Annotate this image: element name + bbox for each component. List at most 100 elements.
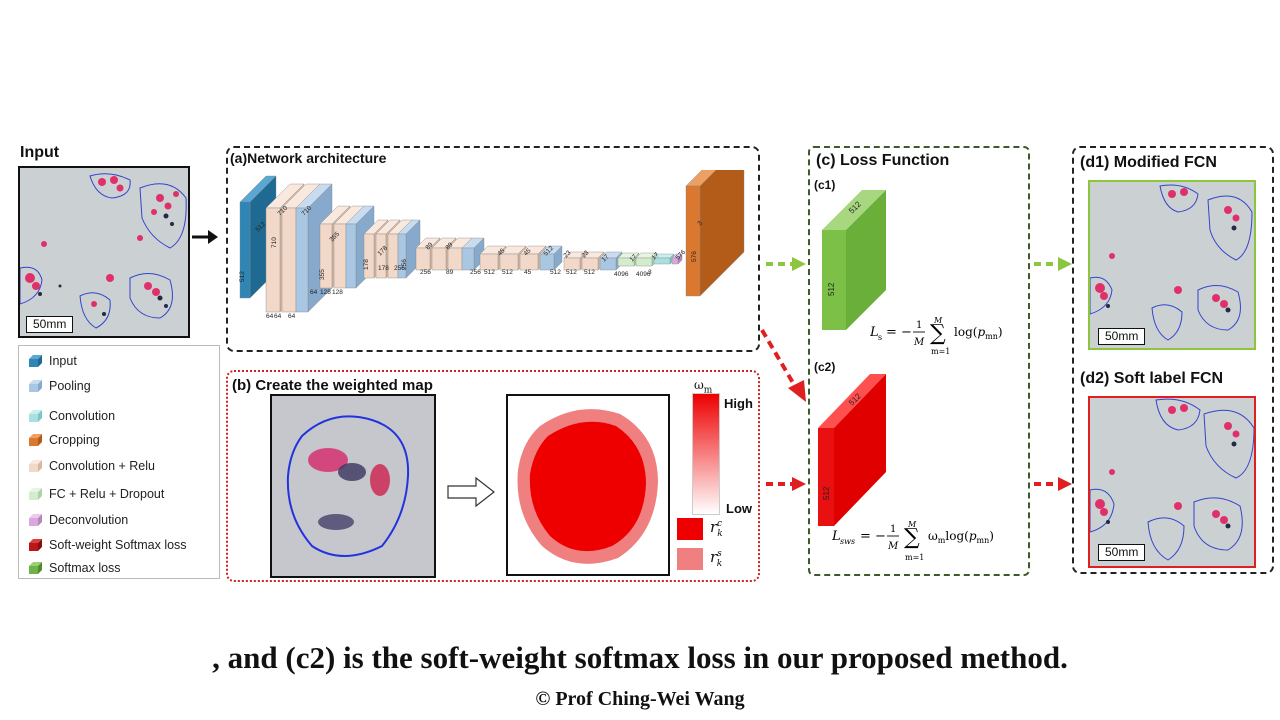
layer-block bbox=[319, 223, 333, 289]
layer-block bbox=[635, 257, 653, 267]
layer-dimension-label: 128 bbox=[332, 289, 343, 296]
legend-swatch-fc-icon bbox=[29, 488, 42, 500]
d2-drawing bbox=[1090, 398, 1254, 566]
layer-block bbox=[499, 253, 519, 271]
weighted-map-title: (b) Create the weighted map bbox=[232, 377, 433, 394]
layer-dimension-label: 64 bbox=[274, 313, 282, 320]
layer-dimension-label: 4096 bbox=[636, 271, 651, 278]
svg-text:= −: = − bbox=[886, 325, 912, 340]
layer-block bbox=[239, 201, 251, 299]
layer-dimension-label: 256 bbox=[470, 269, 481, 276]
layer-block bbox=[397, 233, 407, 279]
legend-swatch-input-icon bbox=[29, 355, 42, 367]
transform-arrow-icon bbox=[447, 476, 495, 508]
legend-swatch-pooling-icon bbox=[29, 380, 42, 392]
rs-symbol: r bbox=[710, 548, 718, 566]
cell-crop-drawing bbox=[272, 396, 434, 576]
colorbar-symbol: ω bbox=[694, 378, 704, 392]
red-arrow-b-icon bbox=[766, 477, 806, 491]
c1-block-side-label: 512 bbox=[827, 282, 836, 296]
layer-block bbox=[281, 207, 297, 313]
layer-dimension-label: 89 bbox=[446, 269, 454, 276]
layer-block bbox=[431, 247, 447, 271]
legend-swatch-deconv-icon bbox=[29, 514, 42, 526]
layer-dimension-label: 3 bbox=[696, 220, 704, 228]
layer-block bbox=[345, 223, 357, 289]
soft-weight-loss-block: 512 512 bbox=[818, 374, 886, 526]
layer-dimension-label: 178 bbox=[378, 265, 389, 272]
svg-text:1: 1 bbox=[916, 320, 922, 331]
legend-swatch-cropping-icon bbox=[29, 434, 42, 446]
legend-label: Convolution + Relu bbox=[49, 459, 155, 473]
d1-title: (d1) Modified FCN bbox=[1080, 154, 1217, 171]
layer-block bbox=[461, 247, 475, 271]
network-architecture-title: (a)Network architecture bbox=[230, 150, 387, 166]
rc-sup: c bbox=[717, 519, 723, 529]
layer-block bbox=[265, 207, 281, 313]
svg-text:s: s bbox=[878, 333, 882, 342]
legend-label: Softmax loss bbox=[49, 561, 121, 575]
svg-text:ωmlog(pmn): ωmlog(pmn) bbox=[928, 529, 994, 545]
legend-item-soft-weight-loss: Soft-weight Softmax loss bbox=[27, 536, 187, 554]
colorbar-sub: m bbox=[703, 385, 713, 396]
legend-item-input: Input bbox=[27, 352, 77, 370]
layer-dimension-label: 45 bbox=[524, 269, 532, 276]
layer-dimension-label: 512 bbox=[584, 269, 595, 276]
rc-sub: k bbox=[717, 529, 723, 539]
rc-label: rck bbox=[710, 518, 723, 539]
legend-item-conv-relu: Convolution + Relu bbox=[27, 457, 155, 475]
layer-dimension-label: 512 bbox=[550, 269, 561, 276]
layer-dimension-label: 256 bbox=[401, 259, 408, 270]
soft-label-fcn-result: 50mm bbox=[1088, 396, 1256, 568]
softmax-loss-block: 512 512 bbox=[822, 190, 886, 330]
layer-block bbox=[581, 257, 599, 271]
layer-dimension-label: 710 bbox=[271, 237, 278, 248]
layer-dimension-label: 64 bbox=[310, 289, 318, 296]
legend-item-deconvolution: Deconvolution bbox=[27, 511, 128, 529]
loss-function-title: (c) Loss Function bbox=[816, 152, 950, 169]
rs-sup: s bbox=[717, 549, 722, 559]
svg-text:∑: ∑ bbox=[904, 525, 920, 550]
layer-block bbox=[447, 247, 463, 271]
layer-dimension-label: 512 bbox=[566, 269, 577, 276]
input-arrow-icon bbox=[192, 230, 218, 244]
legend-swatch-softmax-icon bbox=[29, 562, 42, 574]
legend-label: Input bbox=[49, 354, 77, 368]
caption-text: , and (c2) is the soft-weight softmax lo… bbox=[212, 640, 1068, 675]
input-micrograph: 50mm bbox=[18, 166, 190, 338]
rs-label: rsk bbox=[710, 548, 722, 569]
layer-dimension-label: 576 bbox=[674, 249, 687, 262]
legend-label: FC + Relu + Dropout bbox=[49, 487, 165, 501]
legend-label: Cropping bbox=[49, 433, 100, 447]
layer-dimension-label: 45 bbox=[522, 247, 532, 257]
svg-text:M: M bbox=[887, 541, 899, 552]
legend-item-convolution: Convolution bbox=[27, 407, 115, 425]
svg-text:sws: sws bbox=[840, 537, 855, 546]
loss-function-panel bbox=[808, 146, 1030, 576]
svg-text:∑: ∑ bbox=[930, 321, 946, 346]
c1-label: (c1) bbox=[814, 178, 836, 192]
svg-text:M: M bbox=[933, 316, 943, 325]
weighted-map-drawing bbox=[517, 409, 658, 564]
layer-dimension-label: 64 bbox=[266, 313, 274, 320]
colorbar-high-label: High bbox=[724, 396, 753, 411]
legend-item-pooling: Pooling bbox=[27, 377, 91, 395]
d2-title: (d2) Soft label FCN bbox=[1080, 370, 1224, 387]
legend-item-cropping: Cropping bbox=[27, 431, 100, 449]
layer-block bbox=[617, 257, 635, 267]
layer-block bbox=[563, 257, 581, 271]
input-scale-bar: 50mm bbox=[26, 316, 74, 333]
modified-fcn-result: 50mm bbox=[1088, 180, 1256, 350]
layer-dimension-label: 512 bbox=[239, 271, 246, 282]
rs-swatch bbox=[677, 548, 703, 570]
layer-dimension-label: 17 bbox=[628, 253, 638, 263]
d1-drawing bbox=[1090, 182, 1254, 348]
legend-label: Pooling bbox=[49, 379, 91, 393]
layer-dimension-label: 23 bbox=[562, 249, 572, 259]
layer-dimension-label: 17 bbox=[650, 251, 660, 261]
